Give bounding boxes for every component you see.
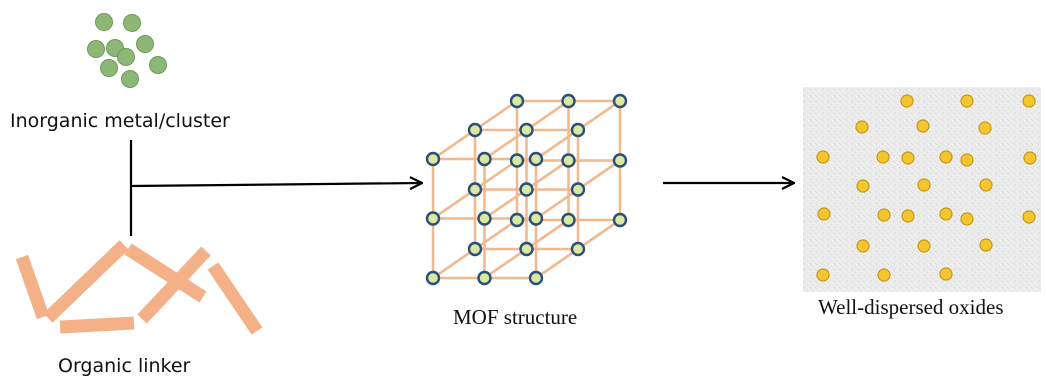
lattice-edge — [577, 218, 621, 251]
lattice-node — [477, 270, 492, 286]
metal-sphere — [123, 14, 141, 32]
linker-rod — [207, 262, 263, 335]
lattice-edge — [535, 188, 579, 220]
oxide-particle — [917, 239, 931, 253]
oxide-particle — [876, 150, 890, 164]
metal-cluster-icon — [87, 13, 167, 88]
lattice-edge — [483, 247, 528, 280]
lattice-node — [612, 153, 628, 168]
metal-label: Inorganic metal/cluster — [10, 110, 230, 132]
lattice-node — [561, 153, 576, 168]
lattice-node — [561, 212, 576, 228]
oxide-particle — [939, 207, 953, 221]
lattice-edge — [474, 159, 518, 191]
linker-label: Organic linker — [58, 355, 191, 377]
lattice-node — [570, 182, 586, 197]
lattice-edge — [525, 99, 570, 132]
lattice-node — [612, 93, 628, 109]
lattice-node — [509, 212, 525, 228]
lattice-node — [467, 182, 483, 197]
lattice-edge — [525, 218, 570, 251]
lattice-node — [477, 211, 492, 226]
metal-sphere — [121, 70, 139, 88]
lattice-edge — [577, 99, 621, 132]
lattice-node — [570, 241, 586, 257]
lattice-node — [467, 122, 483, 138]
oxides-label: Well-dispersed oxides — [818, 295, 1004, 319]
oxide-particles-icon — [816, 94, 1037, 282]
mof-label: MOF structure — [453, 305, 577, 329]
metal-sphere — [136, 35, 154, 53]
oxide-particle — [900, 94, 914, 108]
oxide-particle — [1022, 94, 1036, 108]
lattice-node — [425, 151, 441, 167]
oxide-particle — [817, 207, 831, 221]
lattice-node — [528, 270, 544, 286]
lattice-edge — [535, 128, 579, 161]
oxide-particle — [877, 268, 891, 282]
oxide-particle — [939, 267, 953, 281]
lattice-edge — [483, 188, 528, 220]
lattice-edge — [535, 247, 579, 280]
oxide-particle — [939, 150, 953, 164]
lattice-node — [612, 212, 628, 228]
oxide-particle — [916, 119, 930, 133]
metal-sphere — [95, 13, 113, 31]
lattice-edge — [432, 188, 476, 220]
linker-rod — [15, 254, 50, 320]
lattice-node — [528, 151, 544, 167]
arrow-to-mof — [130, 183, 422, 186]
linker-rod — [137, 246, 211, 324]
oxide-particle — [960, 94, 974, 108]
lattice-node — [528, 211, 544, 226]
lattice-node — [519, 241, 534, 257]
oxide-particle — [855, 120, 869, 134]
oxide-particle — [901, 151, 915, 165]
oxide-particle — [856, 179, 870, 193]
lattice-node — [467, 241, 483, 257]
lattice-node — [561, 93, 576, 109]
metal-sphere — [100, 59, 118, 77]
lattice-node — [425, 270, 441, 286]
metal-sphere — [87, 40, 105, 58]
lattice-node — [477, 151, 492, 167]
lattice-node — [570, 122, 586, 138]
oxide-particle — [816, 268, 830, 282]
oxide-particle — [917, 178, 931, 192]
oxide-particle — [960, 212, 974, 226]
linker-rod — [59, 316, 135, 334]
lattice-edge — [474, 99, 518, 132]
lattice-edge — [432, 247, 476, 280]
oxide-particle — [978, 121, 992, 135]
oxide-particle — [816, 150, 830, 164]
lattice-node — [425, 211, 441, 226]
lattice-edge — [483, 128, 528, 161]
lattice-node — [509, 93, 525, 109]
oxide-particle — [877, 208, 891, 222]
lattice-edge — [432, 128, 476, 161]
oxide-particle — [1022, 210, 1036, 224]
lattice-edge — [474, 218, 518, 251]
metal-sphere — [117, 48, 135, 66]
linker-rod — [43, 240, 129, 323]
linker-rod — [124, 243, 207, 303]
mof-lattice-icon — [425, 93, 628, 286]
lattice-node — [519, 122, 534, 138]
lattice-node — [519, 182, 534, 197]
linker-sticks-icon — [15, 240, 263, 335]
oxide-particle — [901, 209, 915, 223]
metal-sphere — [149, 56, 167, 74]
oxide-particle — [1023, 151, 1037, 165]
lattice-edge — [525, 159, 570, 191]
oxide-particle — [979, 178, 993, 192]
oxide-particle — [960, 153, 974, 167]
oxide-particle — [856, 239, 870, 253]
oxide-particle — [979, 238, 993, 252]
lattice-node — [509, 153, 525, 168]
lattice-edge — [577, 159, 621, 191]
